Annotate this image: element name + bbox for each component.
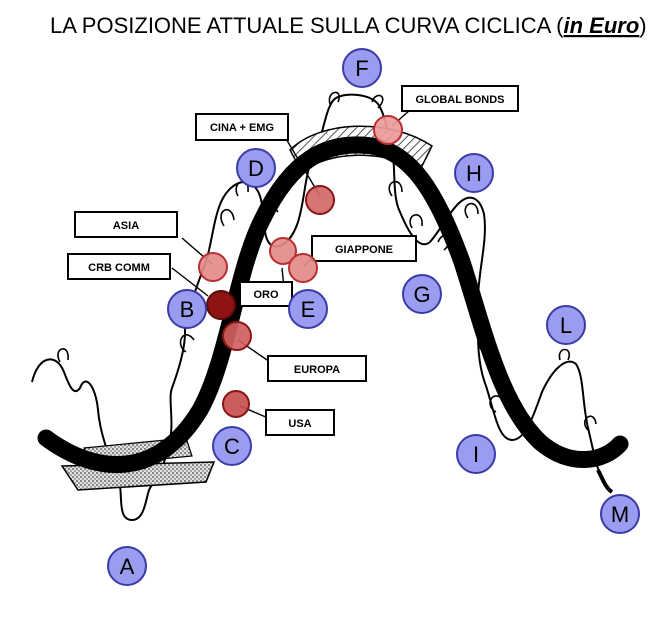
svg-text:GIAPPONE: GIAPPONE <box>335 244 393 256</box>
callout-europa: EUROPA <box>267 355 367 382</box>
svg-text:ASIA: ASIA <box>113 220 139 232</box>
phase-h: H <box>454 153 494 193</box>
callout-giappone: GIAPPONE <box>311 235 417 262</box>
callout-crb-comm: CRB COMM <box>67 253 171 280</box>
phase-markers: A B C D E F G H <box>107 48 640 586</box>
marker-cina-emg <box>305 185 335 215</box>
callout-cina-emg: CINA + EMG <box>195 113 289 141</box>
phase-g: G <box>402 274 442 314</box>
svg-text:E: E <box>301 297 316 322</box>
svg-text:ORO: ORO <box>253 289 279 301</box>
svg-text:D: D <box>248 156 264 181</box>
marker-giappone <box>288 253 318 283</box>
marker-global-bonds <box>373 115 403 145</box>
phase-d: D <box>236 148 276 188</box>
svg-text:L: L <box>560 313 572 338</box>
secondary-cycle-curve <box>31 93 607 522</box>
svg-text:G: G <box>413 282 430 307</box>
phase-m: M <box>600 494 640 534</box>
phase-i: I <box>456 434 496 474</box>
svg-text:H: H <box>466 161 482 186</box>
marker-oro <box>269 237 297 265</box>
svg-text:A: A <box>120 554 135 579</box>
svg-text:I: I <box>473 442 479 467</box>
svg-text:CRB COMM: CRB COMM <box>88 262 150 274</box>
callout-usa: USA <box>265 409 335 436</box>
marker-europa <box>222 321 252 351</box>
page-title: LA POSIZIONE ATTUALE SULLA CURVA CICLICA… <box>50 13 647 38</box>
callout-asia: ASIA <box>74 211 178 238</box>
phase-f: F <box>342 48 382 88</box>
svg-text:M: M <box>611 502 629 527</box>
marker-usa <box>222 390 250 418</box>
phase-c: C <box>212 426 252 466</box>
svg-text:GLOBAL BONDS: GLOBAL BONDS <box>415 94 504 106</box>
svg-text:EUROPA: EUROPA <box>294 364 340 376</box>
svg-text:C: C <box>224 434 240 459</box>
svg-text:B: B <box>180 297 195 322</box>
svg-text:USA: USA <box>288 418 311 430</box>
callout-global-bonds: GLOBAL BONDS <box>401 85 519 112</box>
svg-text:F: F <box>355 56 368 81</box>
phase-l: L <box>546 305 586 345</box>
marker-asia <box>198 252 228 282</box>
phase-b: B <box>167 289 207 329</box>
phase-a: A <box>107 546 147 586</box>
callout-oro: ORO <box>239 281 293 307</box>
phase-e: E <box>288 289 328 329</box>
marker-crb-comm <box>206 290 236 320</box>
svg-text:CINA + EMG: CINA + EMG <box>210 122 274 134</box>
asset-markers <box>198 115 403 418</box>
curve-tail <box>596 469 614 494</box>
main-cycle-curve <box>37 136 629 473</box>
